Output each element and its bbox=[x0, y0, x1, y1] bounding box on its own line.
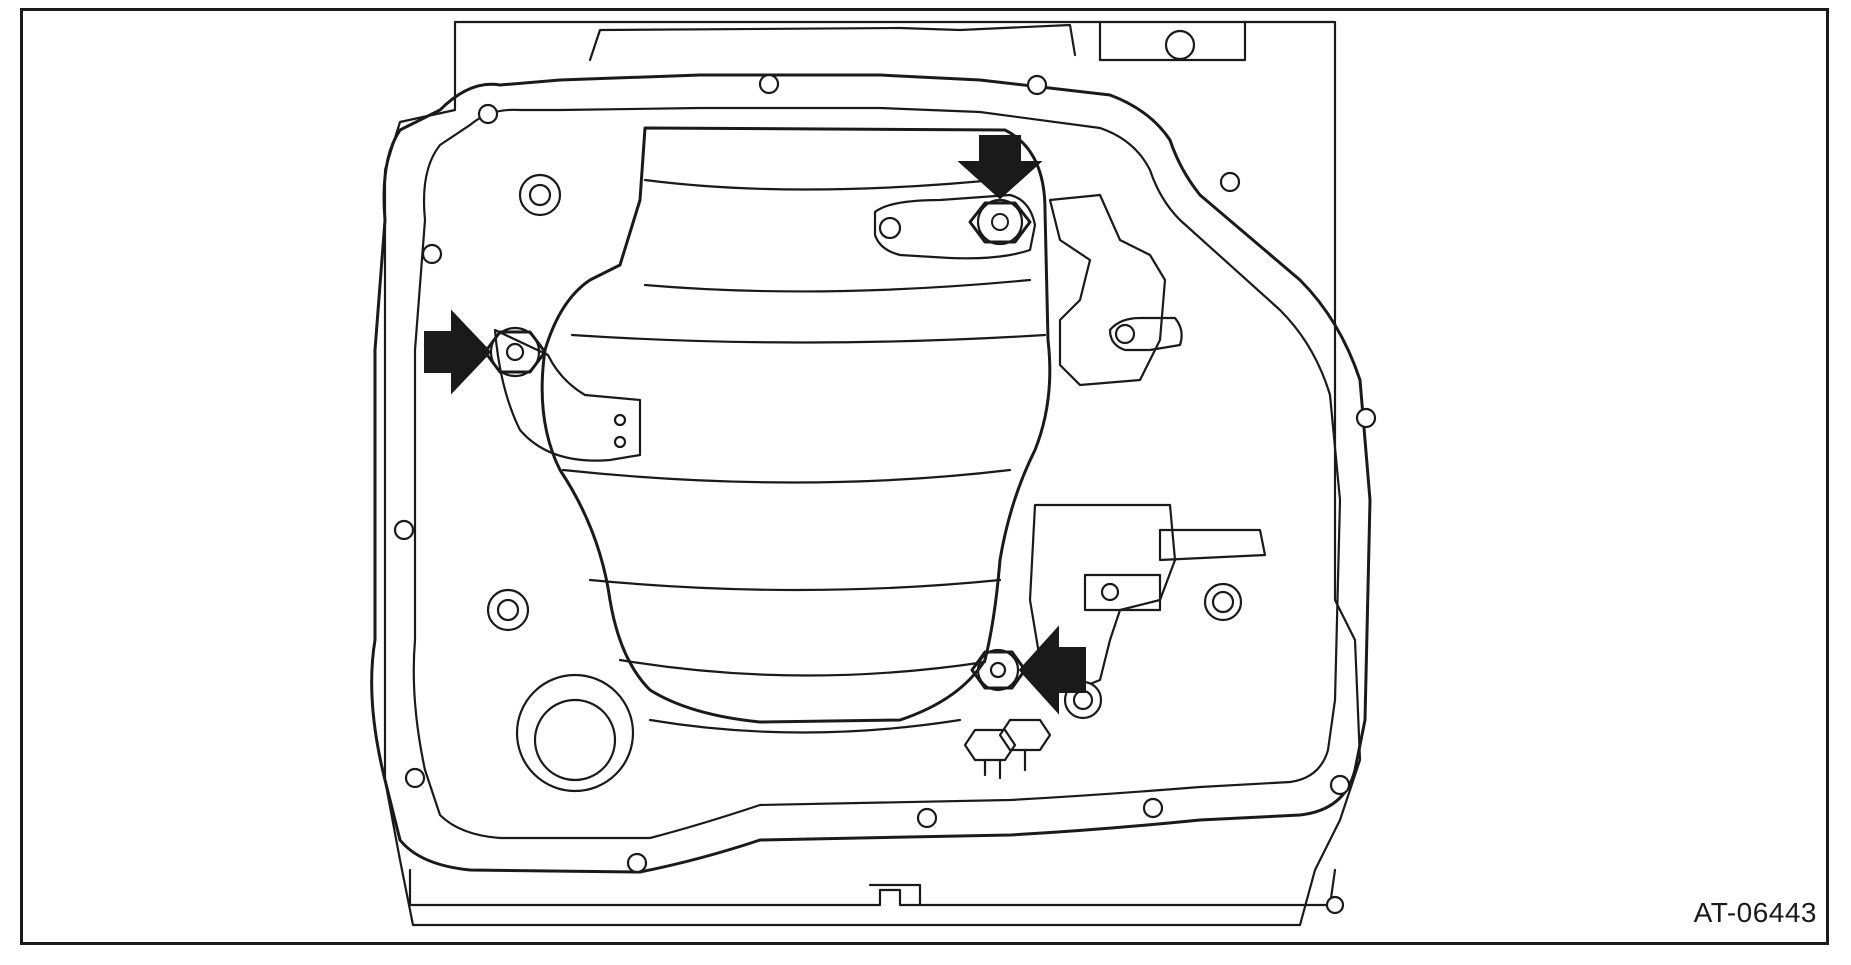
right-small-bracket bbox=[1108, 316, 1183, 352]
tube-end bbox=[1100, 582, 1120, 602]
arrow-icon bbox=[957, 135, 1043, 200]
right-valve-body-detail bbox=[1048, 193, 1167, 387]
oil-port-inner bbox=[533, 698, 617, 782]
left-mounting-bracket bbox=[493, 328, 642, 462]
lower-right-housing bbox=[1028, 503, 1177, 692]
right-boss-center bbox=[1072, 689, 1094, 711]
figure-frame bbox=[20, 8, 1829, 945]
bottom-housing-flange bbox=[408, 868, 1337, 907]
strainer-ribs bbox=[561, 176, 1047, 734]
target-bolt-upper bbox=[968, 198, 1032, 246]
left-boss-lower-center bbox=[496, 598, 520, 622]
target-bolt-left bbox=[483, 326, 547, 378]
figure-reference-code: AT-06443 bbox=[1693, 897, 1817, 928]
oil-strainer-body bbox=[540, 126, 1052, 724]
bracket-hole bbox=[1114, 323, 1136, 345]
arrow-icon bbox=[424, 309, 492, 395]
transmission-case-outline bbox=[383, 20, 1362, 927]
bracket-hole bbox=[613, 413, 627, 427]
drain-bolt-center bbox=[1211, 590, 1235, 614]
arrow-icon bbox=[1018, 625, 1086, 715]
oil-pan-flange-outer bbox=[370, 73, 1372, 874]
target-bolt-lower bbox=[970, 648, 1027, 692]
upper-right-bracket bbox=[873, 193, 1037, 260]
bottom-stud bbox=[1325, 895, 1345, 915]
case-top-lugs bbox=[588, 20, 1247, 62]
flange-bolt-holes bbox=[393, 73, 1377, 874]
lower-right-tube bbox=[1083, 573, 1162, 612]
bracket-hole bbox=[878, 216, 902, 240]
bracket-hole bbox=[613, 435, 627, 449]
bottom-hex-bolts bbox=[963, 718, 1052, 780]
oil-pan-flange-inner bbox=[412, 106, 1342, 840]
left-boss-upper-center bbox=[528, 183, 552, 207]
lower-right-pipe bbox=[1158, 528, 1267, 562]
